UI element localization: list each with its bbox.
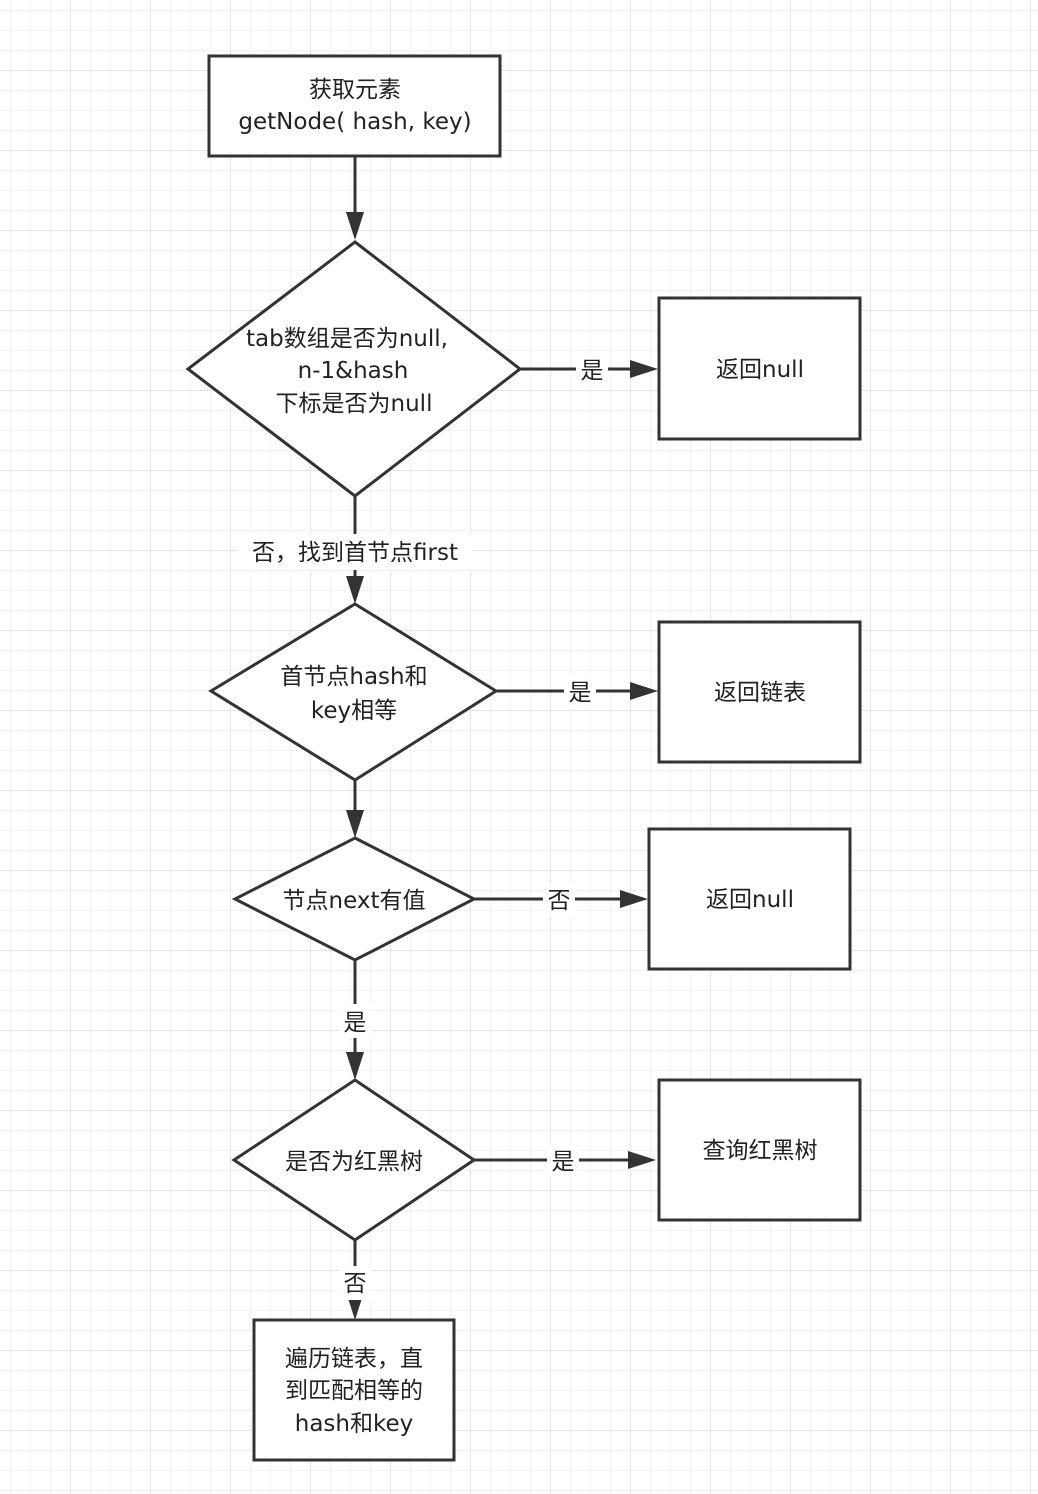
node-check-next: 节点next有值 bbox=[231, 836, 478, 962]
edge-label-next-yes: 是 bbox=[344, 1010, 367, 1036]
node-query-tree: 查询红黑树 bbox=[657, 1078, 862, 1222]
node-start-line: getNode( hash, key) bbox=[238, 109, 471, 135]
node-check-first-line: key相等 bbox=[311, 698, 397, 724]
arrowhead bbox=[630, 360, 658, 378]
node-return-null-1-line: 返回null bbox=[716, 357, 804, 383]
edge-label-tab-yes: 是 bbox=[581, 358, 604, 384]
arrowhead bbox=[630, 682, 658, 700]
node-return-null-2-line: 返回null bbox=[706, 887, 794, 913]
edge-label-tree-yes: 是 bbox=[552, 1149, 575, 1175]
node-check-first-line: 首节点hash和 bbox=[280, 664, 427, 690]
edge-label-tab-no: 否，找到首节点first bbox=[252, 540, 458, 566]
node-check-first: 首节点hash和 key相等 bbox=[208, 602, 499, 782]
arrowhead bbox=[628, 1151, 656, 1169]
node-check-tab-line: n-1&hash bbox=[298, 358, 409, 384]
node-check-tree: 是否为红黑树 bbox=[231, 1078, 477, 1242]
node-check-tab-line: 下标是否为null bbox=[276, 391, 433, 417]
node-return-list: 返回链表 bbox=[657, 620, 862, 764]
arrowhead bbox=[346, 576, 364, 604]
arrowhead bbox=[346, 1052, 364, 1080]
node-traverse-line: 到匹配相等的 bbox=[285, 1378, 423, 1404]
node-return-list-line: 返回链表 bbox=[714, 680, 806, 706]
node-check-tab-line: tab数组是否为null, bbox=[246, 326, 448, 352]
edge-label-next-no: 否 bbox=[548, 888, 571, 914]
node-check-tab: tab数组是否为null, n-1&hash 下标是否为null bbox=[185, 240, 523, 498]
node-traverse: 遍历链表，直 到匹配相等的 hash和key bbox=[252, 1318, 456, 1462]
arrowhead bbox=[346, 212, 364, 240]
node-start: 获取元素 getNode( hash, key) bbox=[207, 54, 502, 158]
arrowhead bbox=[620, 890, 648, 908]
node-query-tree-line: 查询红黑树 bbox=[703, 1138, 818, 1164]
node-traverse-line: 遍历链表，直 bbox=[285, 1346, 423, 1372]
node-check-next-line: 节点next有值 bbox=[283, 888, 426, 914]
node-traverse-line: hash和key bbox=[295, 1411, 414, 1437]
node-return-null-2: 返回null bbox=[647, 827, 852, 971]
node-check-tree-line: 是否为红黑树 bbox=[285, 1149, 423, 1175]
node-start-line: 获取元素 bbox=[309, 77, 401, 103]
edge-labels: 是 否，找到首节点first 是 否 是 是 否 bbox=[238, 354, 608, 1300]
edge-label-first-yes: 是 bbox=[569, 680, 592, 706]
arrowhead bbox=[346, 810, 364, 838]
edge-label-tree-no: 否 bbox=[344, 1271, 367, 1297]
node-return-null-1: 返回null bbox=[657, 296, 862, 441]
